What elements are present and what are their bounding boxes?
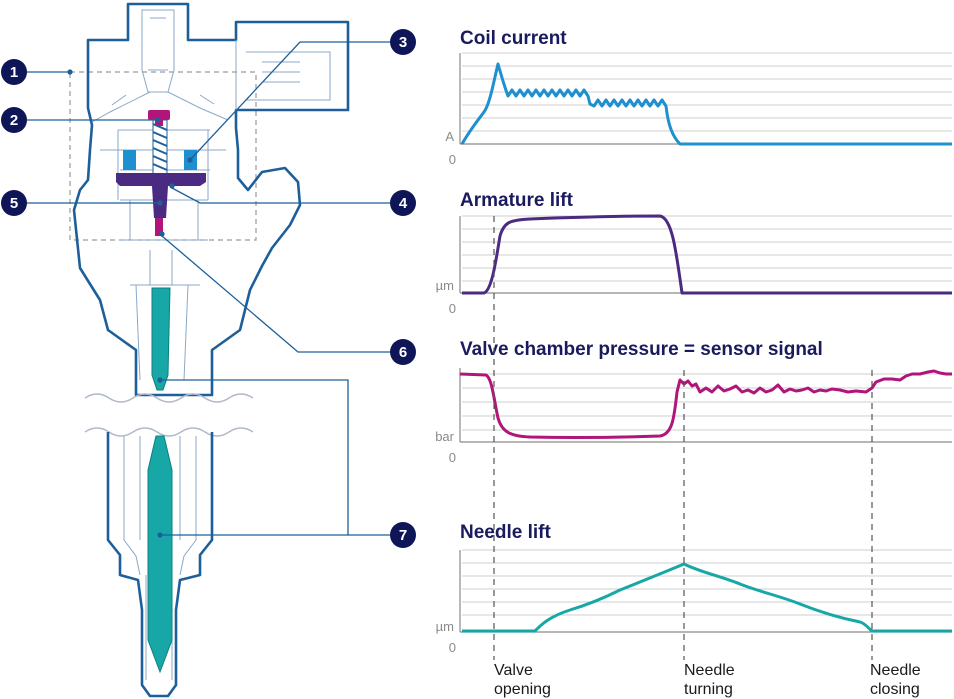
panel-armature-lift: Armature lift µm 0 <box>436 190 952 316</box>
nozzle-needle-upper <box>151 287 171 391</box>
callout-3-label: 3 <box>399 34 407 51</box>
nozzle-inner-lines <box>123 436 197 680</box>
panel-armature-lift-unit: µm <box>436 278 454 293</box>
panel-valve-pressure: Valve chamber pressure = sensor signal b… <box>435 339 952 465</box>
event-valve-opening-line1: Valve <box>494 662 533 679</box>
callout-2: 2 <box>1 107 27 133</box>
callout-5: 5 <box>1 190 27 216</box>
panel-valve-pressure-unit: bar <box>435 429 454 444</box>
callout-7-label: 7 <box>399 527 407 544</box>
coil-current-curve <box>460 62 952 146</box>
callout-5-label: 5 <box>10 195 18 212</box>
valve-pin <box>155 218 163 236</box>
panel-needle-lift-title: Needle lift <box>460 522 551 543</box>
spring <box>152 119 168 177</box>
event-markers <box>493 216 873 660</box>
panel-armature-lift-zero: 0 <box>449 301 456 316</box>
valve-ball-top <box>148 110 170 126</box>
event-needle-closing-line1: Needle <box>870 662 921 679</box>
panel-valve-pressure-zero: 0 <box>449 450 456 465</box>
event-needle-turning-line2: turning <box>684 681 733 698</box>
panel-needle-lift-grid <box>462 549 952 616</box>
callout-7: 7 <box>390 522 416 548</box>
panel-needle-lift-zero: 0 <box>449 640 456 655</box>
callout-3: 3 <box>390 29 416 55</box>
panel-coil-current-unit: A <box>445 129 454 144</box>
injector-cross-section <box>69 2 350 698</box>
panel-needle-lift: Needle lift µm 0 <box>436 522 952 655</box>
fuel-channel <box>91 91 229 123</box>
nozzle-body-outline <box>106 432 214 698</box>
needle-lift-curve <box>462 562 952 633</box>
nozzle-needle-lower <box>147 435 173 674</box>
event-needle-turning-line1: Needle <box>684 662 735 679</box>
break-line-bottom <box>84 427 254 437</box>
event-labels: Valve opening Needle turning Needle clos… <box>494 662 921 698</box>
valve-pressure-curve <box>459 369 952 439</box>
callout-4: 4 <box>390 190 416 216</box>
break-line-top <box>84 393 254 403</box>
coil-left <box>123 150 136 170</box>
callout-leaders <box>26 41 403 538</box>
panel-valve-pressure-grid <box>462 373 952 431</box>
panel-coil-current-title: Coil current <box>460 28 567 49</box>
callout-2-label: 2 <box>10 112 18 129</box>
callout-6: 6 <box>390 339 416 365</box>
armature <box>116 173 206 218</box>
event-valve-opening-line2: opening <box>494 681 551 698</box>
panel-coil-current-zero: 0 <box>449 152 456 167</box>
solenoid-region-box <box>69 71 257 241</box>
panel-valve-pressure-title: Valve chamber pressure = sensor signal <box>460 339 823 360</box>
callout-4-label: 4 <box>399 195 408 212</box>
callout-6-label: 6 <box>399 344 407 361</box>
connector-detail <box>235 40 331 110</box>
panel-needle-lift-unit: µm <box>436 619 454 634</box>
panel-coil-current: Coil current A 0 <box>445 28 952 167</box>
panel-armature-lift-title: Armature lift <box>460 190 574 211</box>
callout-1: 1 <box>1 59 27 85</box>
panel-armature-lift-grid <box>462 215 952 282</box>
injector-body-outline-upper <box>72 2 350 397</box>
callout-1-label: 1 <box>10 64 18 81</box>
event-needle-closing-line2: closing <box>870 681 920 698</box>
armature-lift-curve <box>462 214 952 295</box>
